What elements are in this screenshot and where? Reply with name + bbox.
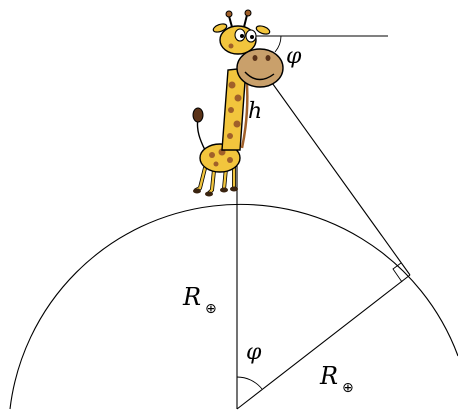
top-angle-label: φ	[286, 44, 302, 69]
line-of-sight	[269, 79, 411, 276]
height-label: h	[248, 99, 262, 124]
svg-text:⊕: ⊕	[205, 301, 217, 317]
earth-surface-arc	[9, 203, 458, 410]
vertical-radius-label: R ⊕	[182, 283, 217, 317]
center-angle-label: φ	[246, 340, 262, 365]
giraffe-illustration	[192, 9, 284, 197]
svg-text:R: R	[319, 362, 338, 390]
svg-text:R: R	[182, 283, 201, 311]
right-angle-marker	[392, 262, 403, 283]
top-angle-arc	[274, 35, 282, 53]
diagonal-radius-line	[236, 274, 411, 410]
diagonal-radius-label: R ⊕	[319, 362, 354, 396]
center-angle-arc	[236, 376, 263, 390]
svg-text:⊕: ⊕	[342, 380, 354, 396]
